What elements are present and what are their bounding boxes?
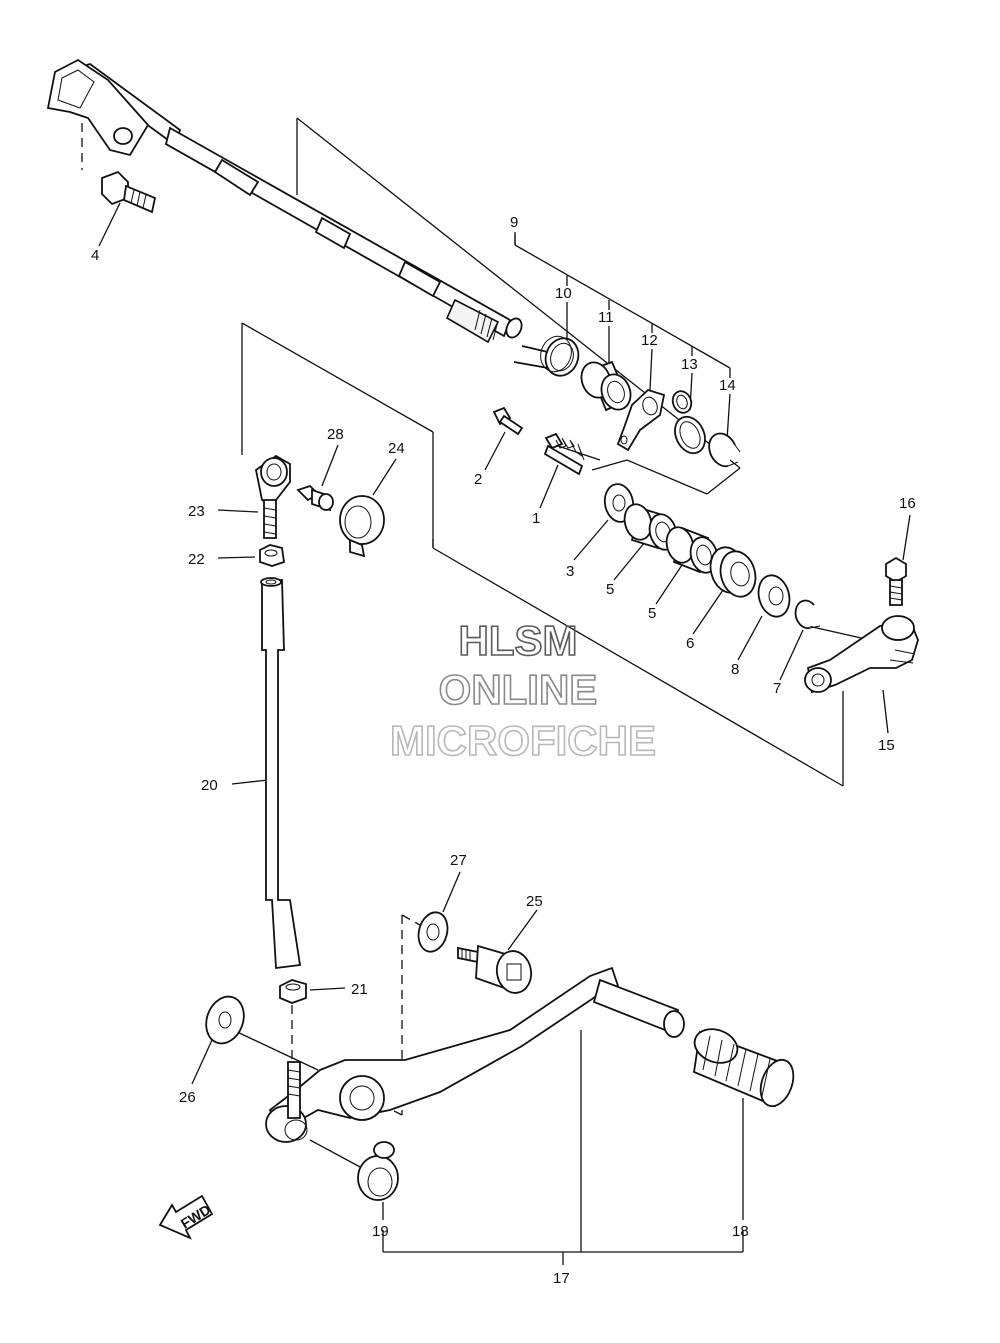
callout-18: 18 (732, 1223, 749, 1240)
torsion-spring-10 (513, 335, 580, 377)
callout-26: 26 (179, 1089, 196, 1106)
callout-5b: 5 (648, 605, 656, 622)
group-brackets (81, 108, 844, 1265)
pedal-rubber-18 (693, 1028, 795, 1108)
callout-7: 7 (773, 680, 781, 697)
callout-11: 11 (598, 309, 614, 326)
bolt-2 (492, 406, 524, 436)
callout-19: 19 (372, 1223, 389, 1240)
callout-15: 15 (878, 737, 895, 754)
callout-21: 21 (351, 981, 368, 998)
washer-27 (417, 911, 449, 953)
collar-11 (580, 360, 632, 412)
callout-13: 13 (681, 356, 698, 373)
shift-rod-20 (260, 577, 302, 970)
collar-5a (623, 503, 678, 551)
stopper-lever-12 (616, 388, 693, 452)
pivot-bolt-25 (457, 944, 533, 994)
callout-labels: 1 2 3 4 5 5 6 7 8 9 10 11 12 13 14 15 16… (91, 214, 916, 1287)
circlip-14 (708, 432, 741, 468)
washer-26 (205, 995, 245, 1045)
callout-1: 1 (532, 510, 540, 527)
callout-3: 3 (566, 563, 574, 580)
callout-2: 2 (474, 471, 482, 488)
callout-25: 25 (526, 893, 543, 910)
bolt-28 (296, 484, 334, 512)
leader-lines (98, 202, 911, 1220)
forward-arrow-icon: FWD (158, 1194, 213, 1240)
callout-24: 24 (388, 440, 405, 457)
rod-end-23 (255, 454, 291, 539)
nut-21 (279, 979, 307, 1004)
callout-23: 23 (188, 503, 205, 520)
callout-6: 6 (686, 635, 694, 652)
shaft-clamp-arm (46, 58, 150, 157)
callout-20: 20 (201, 777, 218, 794)
watermark-line-2: ONLINE (439, 666, 598, 713)
collar-5b (665, 526, 719, 574)
callout-16: 16 (899, 495, 916, 512)
washer-8 (757, 574, 791, 618)
callout-9: 9 (510, 214, 518, 231)
watermark: HLSM ONLINE MICROFICHE (389, 616, 657, 765)
callout-12: 12 (641, 332, 658, 349)
circlip-7 (794, 599, 821, 630)
callout-14: 14 (719, 377, 736, 394)
ball-joint-19 (357, 1141, 399, 1201)
bolt-4 (101, 170, 157, 214)
callout-8: 8 (731, 661, 739, 678)
nut-22 (259, 544, 285, 567)
shift-pedal-17 (265, 966, 685, 1143)
bearing-6 (709, 546, 757, 598)
callout-27: 27 (450, 852, 467, 869)
watermark-line-1: HLSM (459, 617, 578, 664)
watermark-line-3: MICROFICHE (390, 717, 656, 764)
bolt-16 (885, 556, 907, 606)
callout-5a: 5 (606, 581, 614, 598)
callout-10: 10 (555, 285, 572, 302)
callout-4: 4 (91, 247, 99, 264)
ball-joint-24 (339, 495, 385, 558)
callout-28: 28 (327, 426, 344, 443)
spring-1 (543, 432, 585, 476)
shift-arm-15 (804, 615, 919, 694)
callout-22: 22 (188, 551, 205, 568)
washer-13 (674, 415, 706, 455)
callout-17: 17 (553, 1270, 570, 1287)
